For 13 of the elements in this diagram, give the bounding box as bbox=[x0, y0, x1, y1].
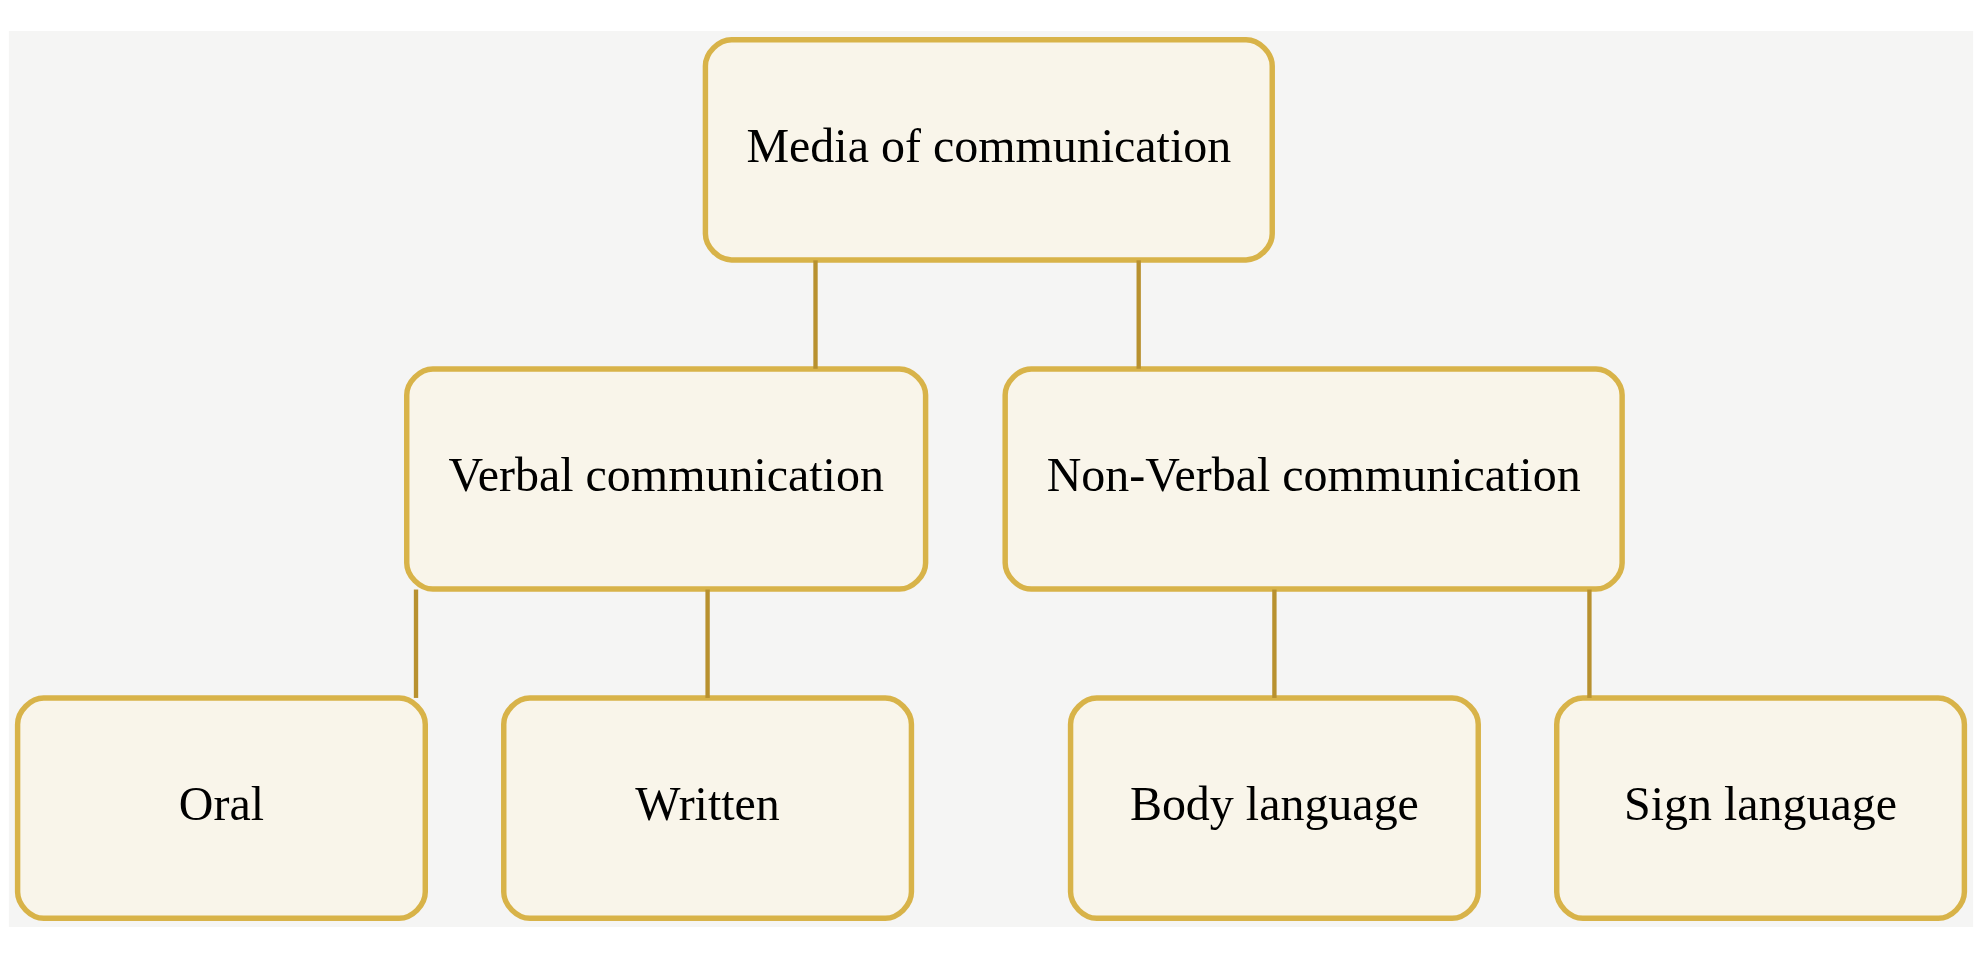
connector bbox=[1587, 589, 1592, 698]
connector bbox=[813, 259, 818, 369]
connector bbox=[413, 589, 419, 698]
node-box: Non-Verbal communication bbox=[1002, 365, 1625, 592]
node-box: Oral bbox=[14, 694, 428, 921]
connector bbox=[1136, 259, 1141, 369]
node-box: Media of communication bbox=[702, 36, 1275, 263]
connector bbox=[1272, 589, 1277, 698]
node-box: Body language bbox=[1067, 694, 1481, 921]
connector bbox=[705, 589, 710, 698]
node-box: Sign language bbox=[1554, 694, 1968, 921]
node-box: Written bbox=[501, 694, 915, 921]
node-box: Verbal communication bbox=[404, 365, 929, 592]
